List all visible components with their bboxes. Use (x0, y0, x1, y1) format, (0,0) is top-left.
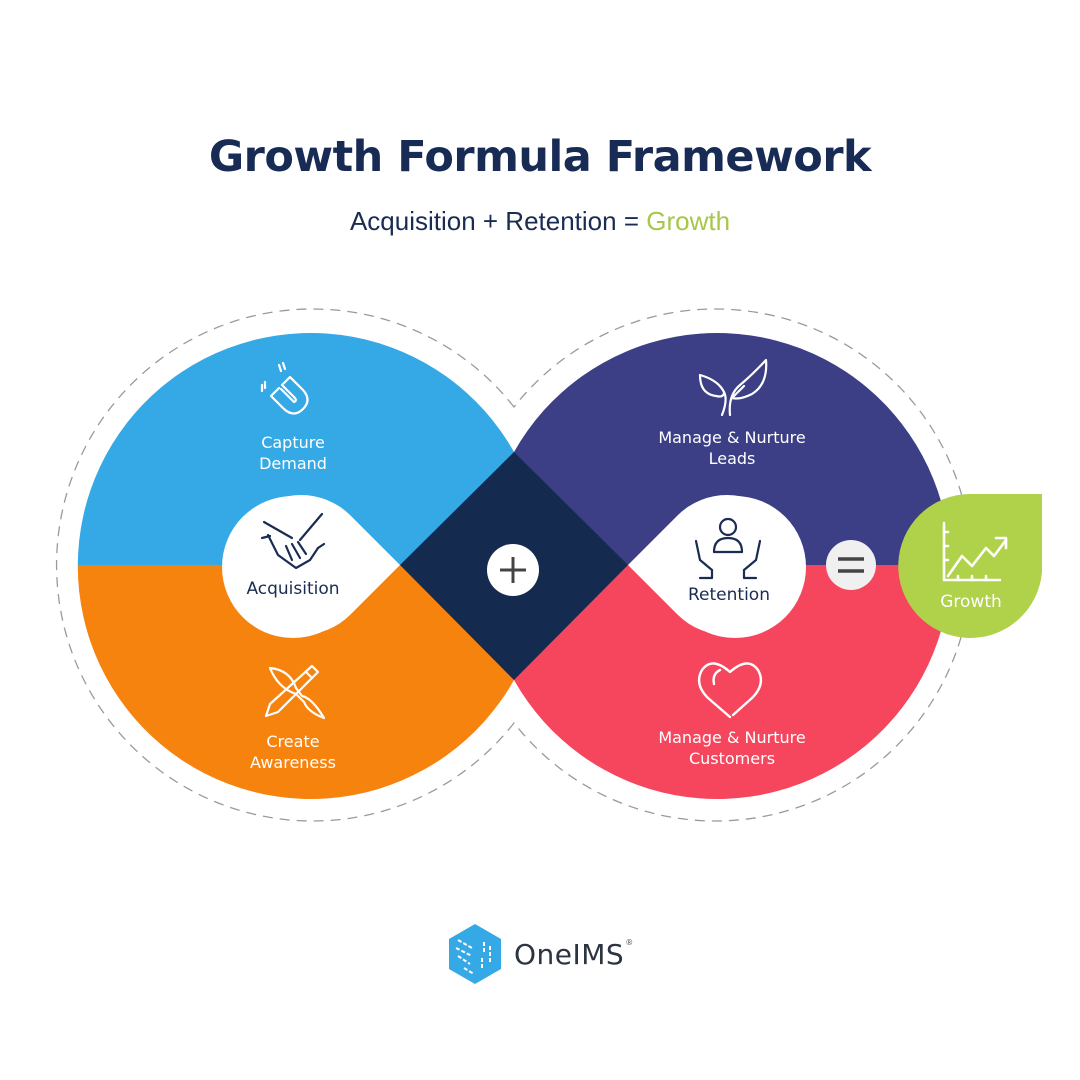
formula-accent: Growth (646, 206, 731, 236)
create-awareness-line1: Create (266, 732, 319, 751)
growth-label: Growth (940, 592, 1002, 612)
manage-customers-segment[interactable] (400, 333, 951, 799)
sprout-icon (698, 358, 768, 417)
retention-label: Retention (688, 585, 770, 605)
equals-icon (838, 557, 864, 573)
capture-demand-line1: Capture (261, 433, 325, 452)
capture-demand-block: Capture Demand (259, 361, 327, 473)
logo-text: OneIMS® (514, 938, 634, 971)
plus-button[interactable] (487, 544, 539, 596)
acquisition-label: Acquisition (246, 579, 339, 599)
acquisition-node[interactable]: Acquisition (222, 494, 400, 638)
manage-leads-line2: Leads (709, 449, 756, 468)
retention-node[interactable]: Retention (628, 494, 806, 638)
oneims-hexagon-icon (449, 924, 501, 984)
manage-leads-block: Manage & Nurture Leads (658, 358, 806, 468)
capture-demand-line2: Demand (259, 454, 327, 473)
manage-leads-line1: Manage & Nurture (658, 428, 805, 447)
page-title: Growth Formula Framework (208, 132, 872, 182)
plus-icon (500, 557, 526, 583)
equals-button[interactable] (826, 540, 876, 590)
create-awareness-block: Create Awareness (250, 664, 336, 772)
hands-person-icon (694, 517, 762, 580)
manage-customers-line2: Customers (689, 749, 775, 768)
dashed-outline (55, 308, 973, 822)
create-awareness-line2: Awareness (250, 753, 336, 772)
capture-demand-segment[interactable] (77, 333, 628, 799)
brand-logo[interactable]: OneIMS® (446, 922, 634, 986)
handshake-icon (260, 512, 326, 570)
pencil-brush-icon (264, 664, 326, 720)
manage-customers-line1: Manage & Nurture (658, 728, 805, 747)
registered-mark: ® (625, 937, 634, 947)
magnet-icon (260, 361, 309, 415)
formula-subtitle: Acquisition + Retention = Growth (0, 206, 1080, 237)
growth-chart-icon (942, 521, 1008, 582)
right-lobe (400, 333, 951, 799)
heart-icon (697, 662, 763, 719)
manage-customers-block: Manage & Nurture Customers (658, 662, 806, 768)
growth-node[interactable]: Growth (898, 494, 1042, 638)
logo-wordmark: OneIMS (514, 937, 625, 971)
formula-text: Acquisition + Retention = (349, 206, 647, 236)
manage-leads-segment[interactable] (400, 333, 951, 799)
